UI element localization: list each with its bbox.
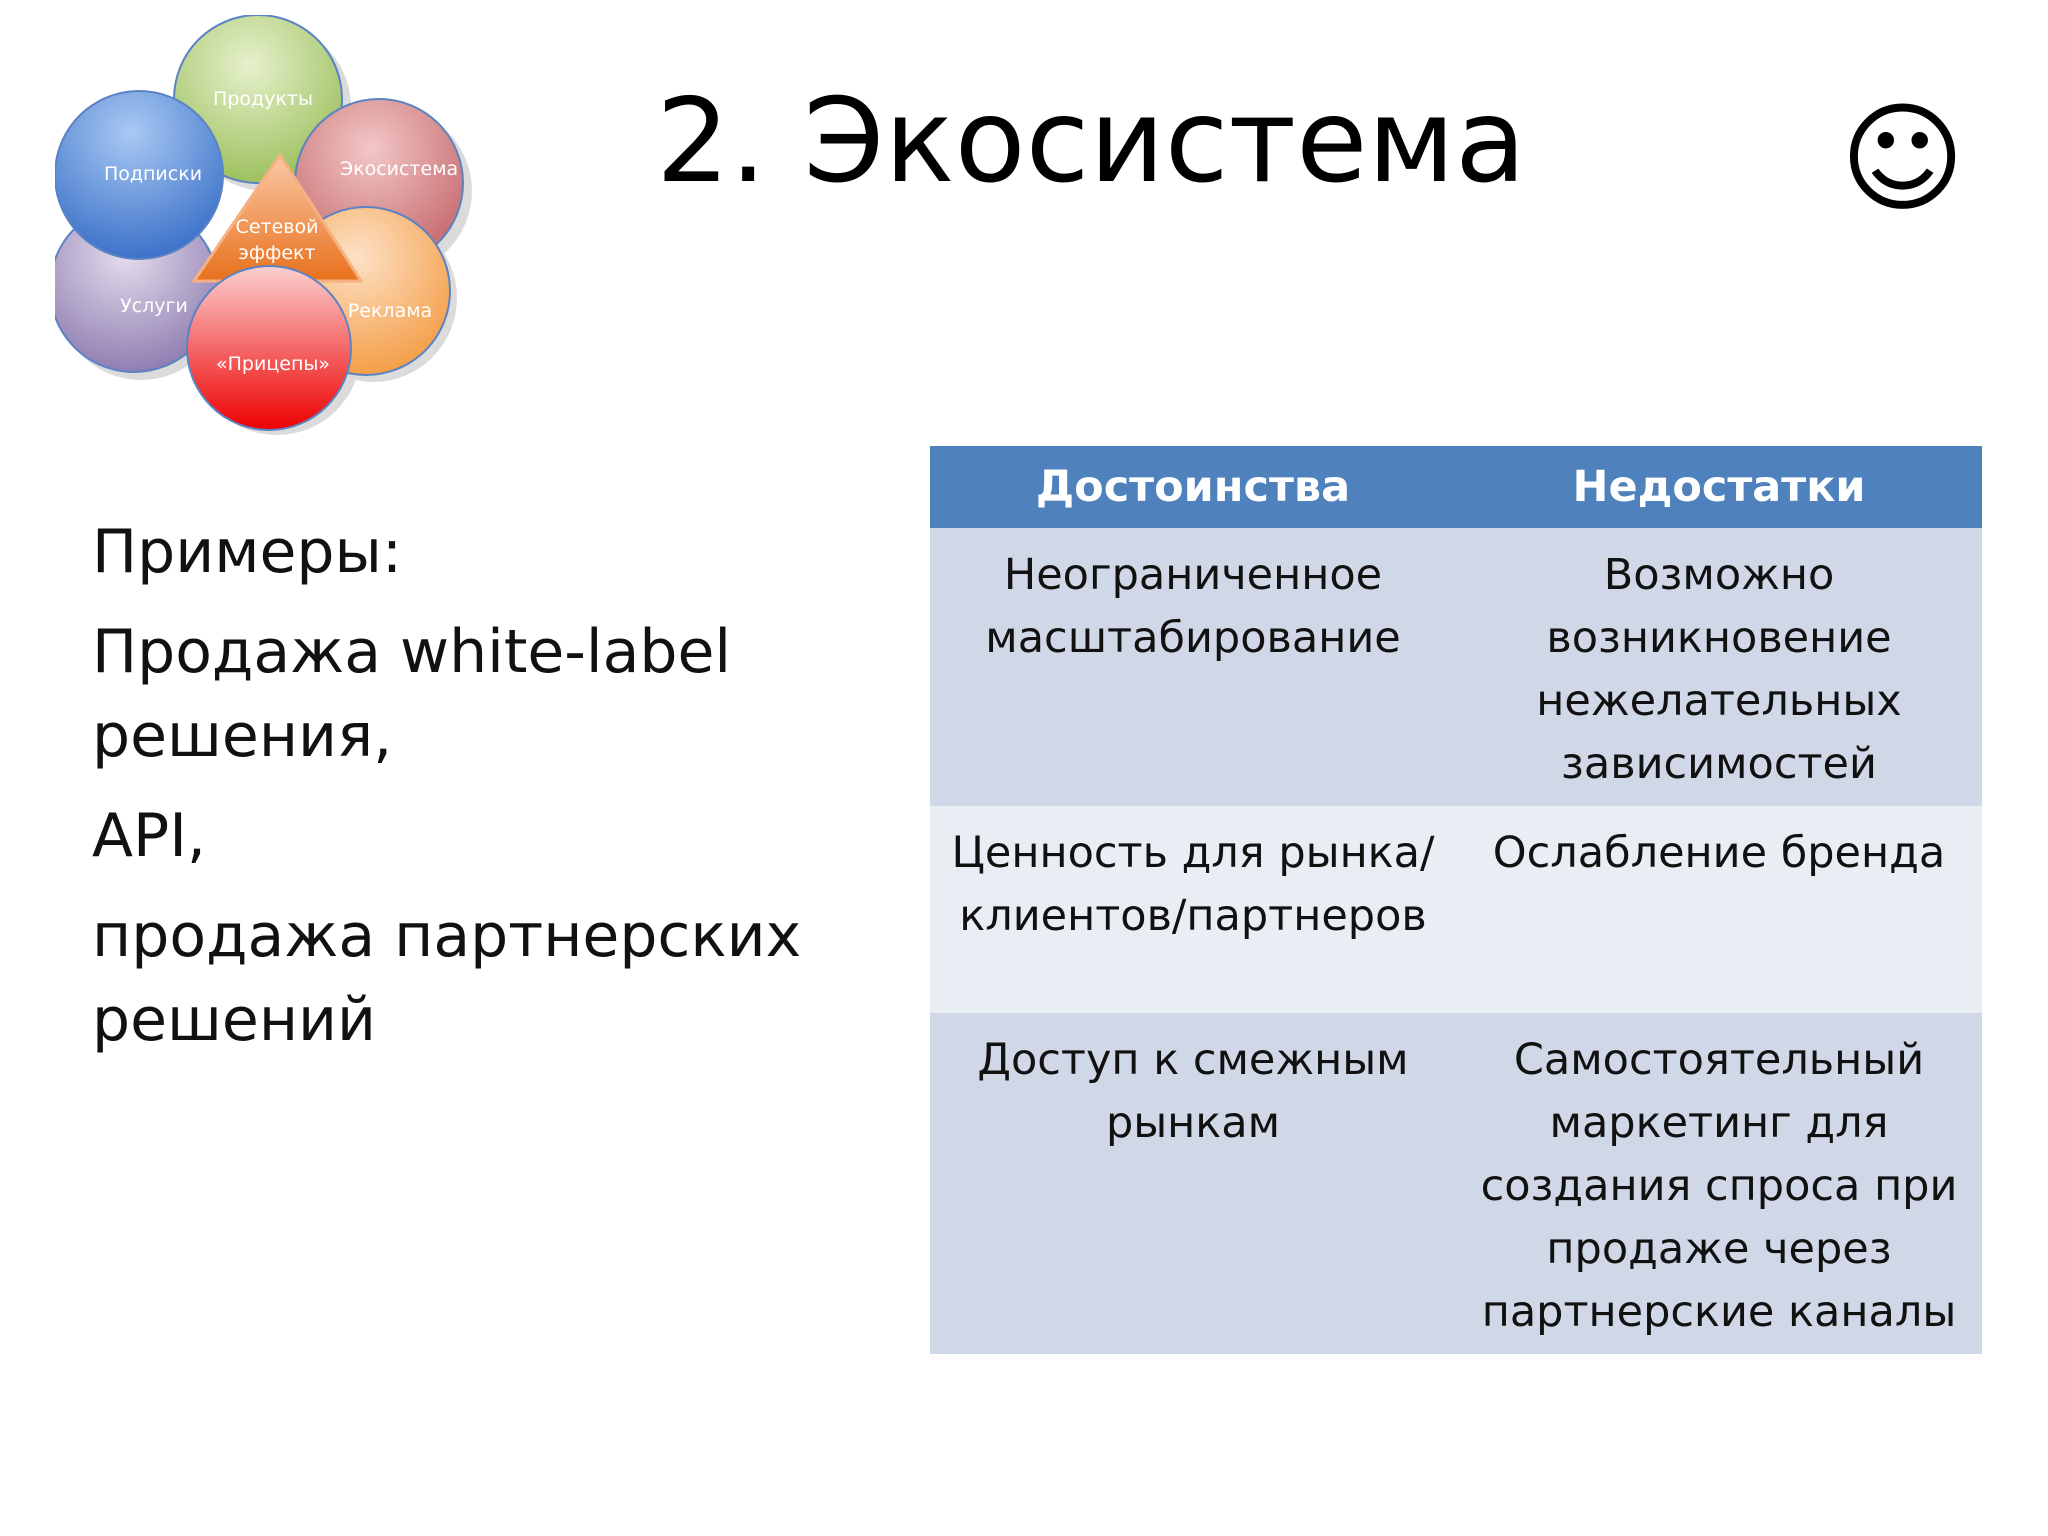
label-trailers: «Прицепы» bbox=[216, 353, 330, 375]
table-cell: Ослабление бренда bbox=[1456, 806, 1982, 1013]
smiley-icon: ☺ bbox=[1840, 90, 1966, 229]
examples-heading: Примеры: bbox=[92, 517, 403, 587]
label-products: Продукты bbox=[213, 88, 313, 110]
table-row: Доступ к смежным рынкам Самостоятельный … bbox=[930, 1013, 1982, 1354]
table-cell: Ценность для рынка/клиентов/партнеров bbox=[930, 806, 1456, 1013]
label-subscriptions: Подписки bbox=[104, 163, 202, 185]
table-cell: Доступ к смежным рынкам bbox=[930, 1013, 1456, 1354]
examples-list: Примеры: Продажа white-label решения, AP… bbox=[92, 510, 812, 1078]
table-row: Ценность для рынка/клиентов/партнеров Ос… bbox=[930, 806, 1982, 1013]
circle-subscriptions bbox=[55, 90, 224, 260]
table-cell: Неограниченное масштабирование bbox=[930, 528, 1456, 806]
table-header-row: Достоинства Недостатки bbox=[930, 446, 1982, 528]
circle-trailers bbox=[186, 265, 352, 431]
label-advertising: Реклама bbox=[348, 300, 432, 322]
table-cell: Возможно возникновение нежелательных зав… bbox=[1456, 528, 1982, 806]
ecosystem-diagram: Продукты Подписки Экосистема Сетевой эфф… bbox=[55, 15, 472, 435]
label-ecosystem: Экосистема bbox=[340, 158, 458, 180]
header-cons: Недостатки bbox=[1456, 446, 1982, 528]
label-center-line2: эффект bbox=[238, 242, 315, 264]
pros-cons-table: Достоинства Недостатки Неограниченное ма… bbox=[930, 446, 1982, 1354]
label-services: Услуги bbox=[120, 295, 188, 317]
table-row: Неограниченное масштабирование Возможно … bbox=[930, 528, 1982, 806]
header-pros: Достоинства bbox=[930, 446, 1456, 528]
example-item: продажа партнерских решений bbox=[92, 901, 802, 1055]
example-item: Продажа white-label решения, bbox=[92, 617, 732, 771]
table-cell: Самостоятельный маркетинг для создания с… bbox=[1456, 1013, 1982, 1354]
slide-title: 2. Экосистема bbox=[656, 74, 1527, 209]
label-center-line1: Сетевой bbox=[236, 216, 319, 238]
example-item: API, bbox=[92, 801, 206, 871]
